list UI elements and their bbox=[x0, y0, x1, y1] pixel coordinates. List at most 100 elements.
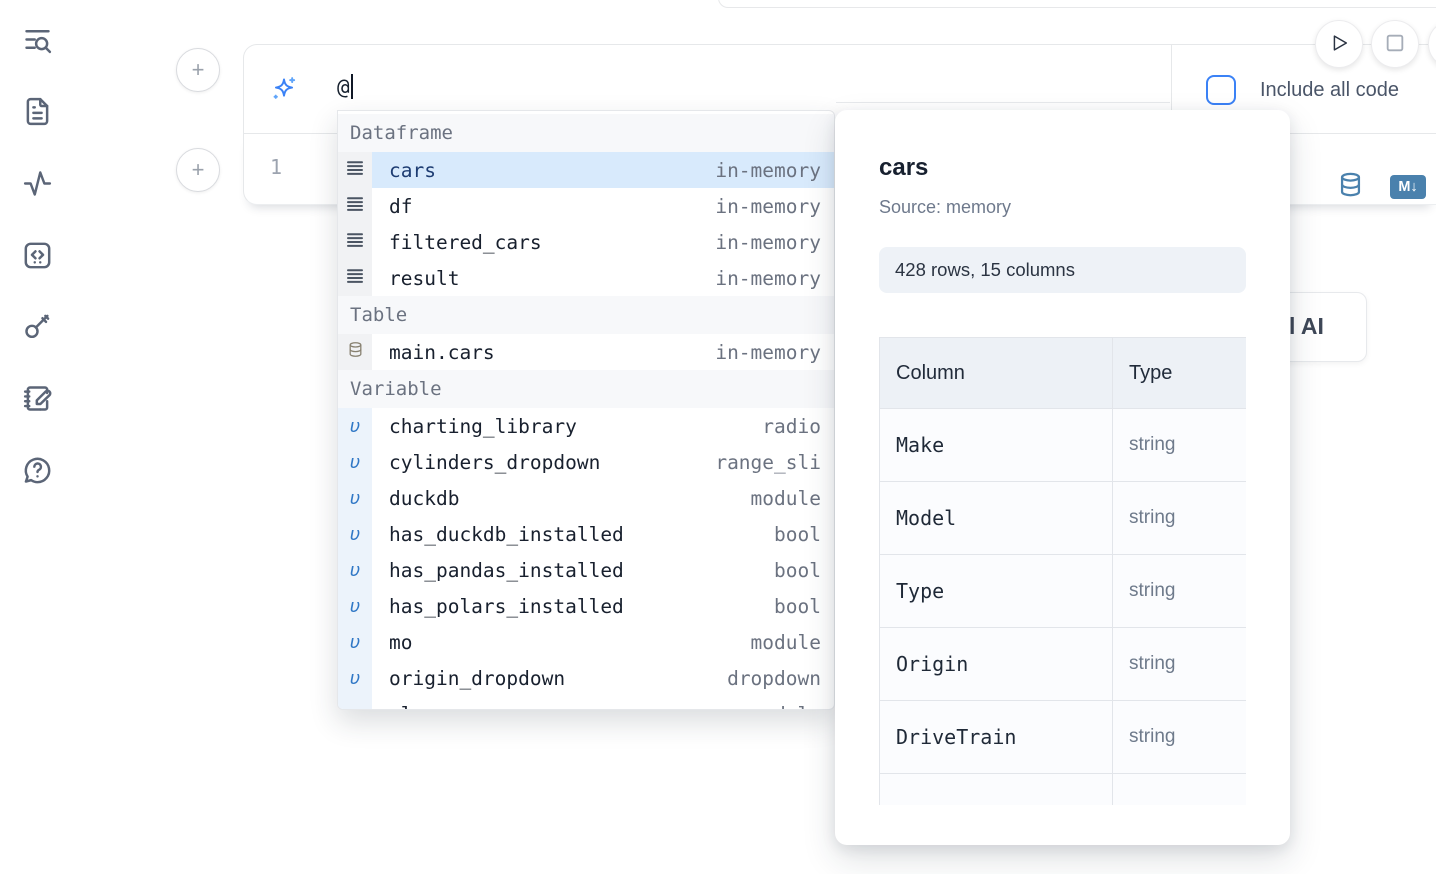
sidebar bbox=[0, 0, 72, 874]
schema-table-wrap: Column Type Make string Model string Typ… bbox=[879, 337, 1246, 805]
autocomplete-section-header: Dataframe bbox=[338, 114, 834, 152]
include-all-code-control[interactable]: Include all code bbox=[1206, 75, 1399, 105]
preview-source: Source: memory bbox=[879, 197, 1012, 217]
item-type: in-memory bbox=[715, 158, 821, 182]
add-cell-button-bottom[interactable]: + bbox=[176, 148, 220, 192]
dataframe-icon bbox=[347, 196, 363, 217]
autocomplete-item[interactable]: cars in-memory bbox=[338, 152, 834, 188]
line-number: 1 bbox=[270, 155, 283, 179]
schema-header-column: Column bbox=[879, 337, 1113, 409]
autocomplete-section-header: Variable bbox=[338, 370, 834, 408]
autocomplete-item[interactable]: υ duckdb module bbox=[338, 480, 834, 516]
variable-icon: υ bbox=[349, 415, 361, 437]
key-icon bbox=[21, 314, 54, 346]
item-name: cylinders_dropdown bbox=[389, 450, 601, 474]
database-icon[interactable] bbox=[1337, 171, 1364, 203]
run-cell-button[interactable] bbox=[1315, 20, 1363, 68]
markdown-icon[interactable]: M↓ bbox=[1390, 175, 1426, 199]
sidebar-item-help[interactable] bbox=[18, 453, 56, 491]
schema-column-name: DriveTrain bbox=[879, 700, 1113, 774]
schema-column-type: string bbox=[1112, 554, 1246, 628]
autocomplete-item[interactable]: υ pl module bbox=[338, 696, 834, 710]
prompt-divider bbox=[1171, 45, 1172, 133]
schema-row bbox=[879, 773, 1246, 805]
sidebar-item-scratchpad[interactable] bbox=[18, 381, 56, 419]
sidebar-item-variables[interactable] bbox=[18, 166, 56, 204]
variable-icon: υ bbox=[349, 487, 361, 509]
autocomplete-item[interactable]: υ origin_dropdown dropdown bbox=[338, 660, 834, 696]
item-name: filtered_cars bbox=[389, 230, 542, 254]
autocomplete-item[interactable]: filtered_cars in-memory bbox=[338, 224, 834, 260]
dataframe-icon bbox=[347, 160, 363, 181]
variable-icon: υ bbox=[349, 667, 361, 689]
autocomplete-item[interactable]: υ cylinders_dropdown range_sli bbox=[338, 444, 834, 480]
autocomplete-item[interactable]: υ has_polars_installed bool bbox=[338, 588, 834, 624]
item-type: in-memory bbox=[715, 340, 821, 364]
sidebar-item-files[interactable] bbox=[18, 94, 56, 132]
ai-prompt-input[interactable]: @ bbox=[337, 74, 353, 99]
variable-icon: υ bbox=[349, 595, 361, 617]
autocomplete-dropdown: Dataframe cars in-memory df in-memory fi… bbox=[337, 110, 835, 710]
autocomplete-item[interactable]: main.cars in-memory bbox=[338, 334, 834, 370]
sidebar-item-secrets[interactable] bbox=[18, 309, 56, 347]
list-search-icon bbox=[21, 30, 54, 59]
item-name: pl bbox=[389, 703, 412, 710]
variable-icon: υ bbox=[349, 451, 361, 473]
sidebar-item-snippets[interactable] bbox=[18, 238, 56, 276]
autocomplete-item[interactable]: υ mo module bbox=[338, 624, 834, 660]
item-type: range_sli bbox=[715, 450, 821, 474]
item-type: in-memory bbox=[715, 230, 821, 254]
stop-icon bbox=[1384, 32, 1406, 57]
dataframe-preview-panel: cars Source: memory 428 rows, 15 columns… bbox=[835, 110, 1290, 845]
prompt-text: @ bbox=[337, 75, 350, 99]
schema-column-name: Type bbox=[879, 554, 1113, 628]
item-name: has_pandas_installed bbox=[389, 558, 624, 582]
add-cell-button-top[interactable]: + bbox=[176, 48, 220, 92]
schema-column-name: Model bbox=[879, 481, 1113, 555]
table-icon bbox=[347, 341, 364, 363]
item-name: duckdb bbox=[389, 486, 460, 510]
activity-icon bbox=[21, 171, 54, 203]
item-type: module bbox=[750, 630, 821, 654]
ai-sparkle-icon bbox=[270, 76, 298, 109]
sidebar-item-table-of-contents[interactable] bbox=[18, 22, 56, 60]
schema-header-type: Type bbox=[1112, 337, 1246, 409]
preview-title: cars bbox=[879, 154, 929, 181]
variable-icon: υ bbox=[349, 559, 361, 581]
file-text-icon bbox=[21, 97, 54, 131]
dataframe-icon bbox=[347, 268, 363, 289]
schema-row: Type string bbox=[879, 554, 1246, 628]
play-icon bbox=[1328, 32, 1350, 57]
item-type: bool bbox=[774, 558, 821, 582]
include-all-code-checkbox[interactable] bbox=[1206, 75, 1236, 105]
schema-column-type: string bbox=[1112, 408, 1246, 482]
item-type: radio bbox=[762, 414, 821, 438]
item-name: has_duckdb_installed bbox=[389, 522, 624, 546]
schema-row: DriveTrain string bbox=[879, 700, 1246, 774]
dataframe-icon bbox=[347, 232, 363, 253]
schema-column-type: string bbox=[1112, 481, 1246, 555]
autocomplete-item[interactable]: υ has_pandas_installed bool bbox=[338, 552, 834, 588]
schema-row: Model string bbox=[879, 481, 1246, 555]
text-caret bbox=[350, 74, 353, 99]
autocomplete-item[interactable]: υ has_duckdb_installed bool bbox=[338, 516, 834, 552]
schema-column-name: Origin bbox=[879, 627, 1113, 701]
code-box-icon bbox=[21, 242, 54, 275]
autocomplete-item[interactable]: result in-memory bbox=[338, 260, 834, 296]
stop-cell-button[interactable] bbox=[1371, 20, 1419, 68]
autocomplete-item[interactable]: df in-memory bbox=[338, 188, 834, 224]
schema-column-type: string bbox=[1112, 627, 1246, 701]
item-name: charting_library bbox=[389, 414, 577, 438]
autocomplete-item[interactable]: υ charting_library radio bbox=[338, 408, 834, 444]
variable-icon: υ bbox=[349, 523, 361, 545]
item-type: in-memory bbox=[715, 266, 821, 290]
item-type: module bbox=[750, 486, 821, 510]
schema-column-type bbox=[1112, 773, 1246, 805]
item-name: cars bbox=[389, 158, 436, 182]
schema-column-type: string bbox=[1112, 700, 1246, 774]
item-name: has_polars_installed bbox=[389, 594, 624, 618]
schema-column-name bbox=[879, 773, 1113, 805]
item-name: df bbox=[389, 194, 413, 218]
item-type: bool bbox=[774, 522, 821, 546]
